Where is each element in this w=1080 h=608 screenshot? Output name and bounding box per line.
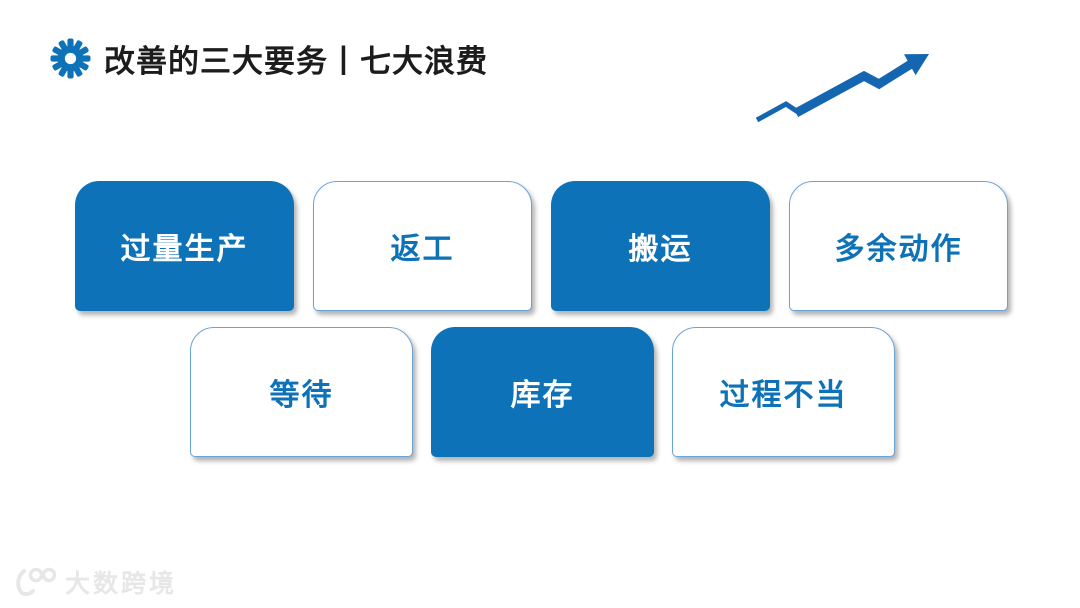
- card-label: 等待: [269, 379, 334, 412]
- card-improper-process: 过程不当: [672, 327, 895, 457]
- card-label: 过量生产: [120, 233, 249, 266]
- gear-icon: [50, 38, 91, 79]
- card-inventory: 库存: [431, 327, 654, 457]
- page-title: 改善的三大要务丨七大浪费: [104, 44, 488, 79]
- watermark-text: 大数跨境: [65, 570, 178, 598]
- dashu-crossborder-logo-icon: [16, 567, 57, 597]
- card-label: 返工: [390, 233, 455, 266]
- card-transport: 搬运: [551, 181, 770, 311]
- watermark: 大数跨境: [12, 564, 177, 600]
- slide-header: 改善的三大要务丨七大浪费: [50, 36, 488, 81]
- card-overproduction: 过量生产: [75, 181, 294, 311]
- trend-arrow-up-icon: [755, 54, 929, 123]
- card-label: 库存: [510, 379, 575, 412]
- card-label: 多余动作: [834, 233, 963, 266]
- card-label: 过程不当: [719, 379, 848, 412]
- card-label: 搬运: [628, 233, 693, 266]
- card-waiting: 等待: [190, 327, 413, 457]
- card-excess-motion: 多余动作: [789, 181, 1008, 311]
- card-rework: 返工: [313, 181, 532, 311]
